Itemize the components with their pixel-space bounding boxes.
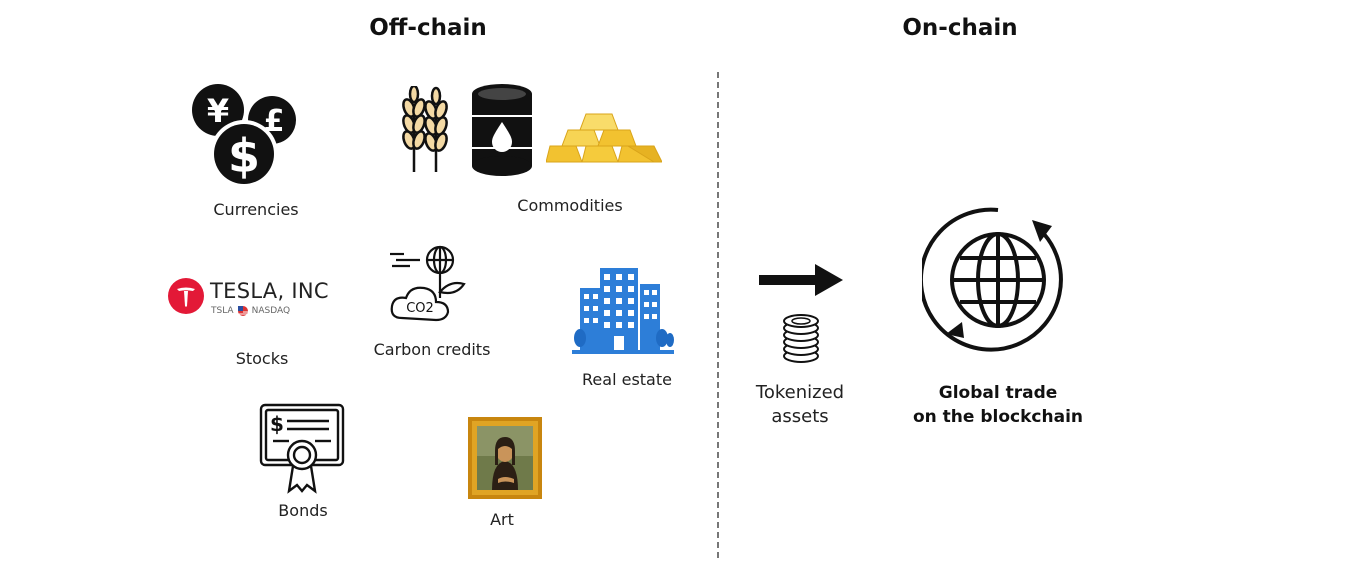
arrow-right-icon	[759, 264, 843, 296]
global-blockchain-icon	[922, 207, 1063, 352]
coin-stack-icon	[783, 314, 819, 363]
stocks-label: Stocks	[235, 349, 289, 368]
wheat-icon	[402, 86, 448, 172]
pound-symbol: £	[264, 104, 285, 139]
global-line2: on the blockchain	[912, 407, 1084, 427]
tokenized-assets-label: Tokenized assets	[740, 381, 860, 429]
commodities-label: Commodities	[517, 196, 623, 215]
art-painting-icon	[468, 417, 542, 499]
tokenized-line1: Tokenized	[755, 382, 845, 403]
tesla-ticker: TSLA	[211, 306, 234, 316]
on-chain-heading: On-chain	[902, 15, 1018, 41]
bonds-icon: $	[259, 403, 345, 494]
oil-barrel-icon	[472, 84, 532, 176]
real-estate-icon	[572, 268, 674, 354]
currencies-icon: ¥ £ $	[192, 84, 296, 188]
bond-dollar-symbol: $	[270, 412, 284, 436]
art-label: Art	[490, 510, 514, 529]
us-flag-icon	[237, 306, 248, 316]
off-chain-heading: Off-chain	[369, 15, 487, 41]
bonds-label: Bonds	[278, 501, 328, 520]
currencies-label: Currencies	[213, 200, 299, 219]
co2-label: CO2	[406, 301, 434, 316]
carbon-credits-label: Carbon credits	[373, 340, 491, 359]
section-divider	[717, 72, 719, 558]
tesla-exchange: NASDAQ	[251, 306, 291, 316]
global-trade-label: Global trade on the blockchain	[888, 381, 1108, 429]
tesla-logo-icon	[168, 278, 204, 314]
real-estate-label: Real estate	[582, 370, 672, 389]
carbon-credits-icon: CO2	[390, 245, 466, 322]
tesla-ticker-row: TSLA NASDAQ	[211, 306, 290, 316]
dollar-symbol: $	[228, 129, 260, 183]
gold-bars-icon	[546, 113, 662, 163]
global-line1: Global trade	[938, 383, 1058, 403]
tesla-name: TESLA, INC	[210, 279, 329, 303]
yen-symbol: ¥	[207, 92, 229, 130]
tokenized-line2: assets	[771, 406, 829, 427]
